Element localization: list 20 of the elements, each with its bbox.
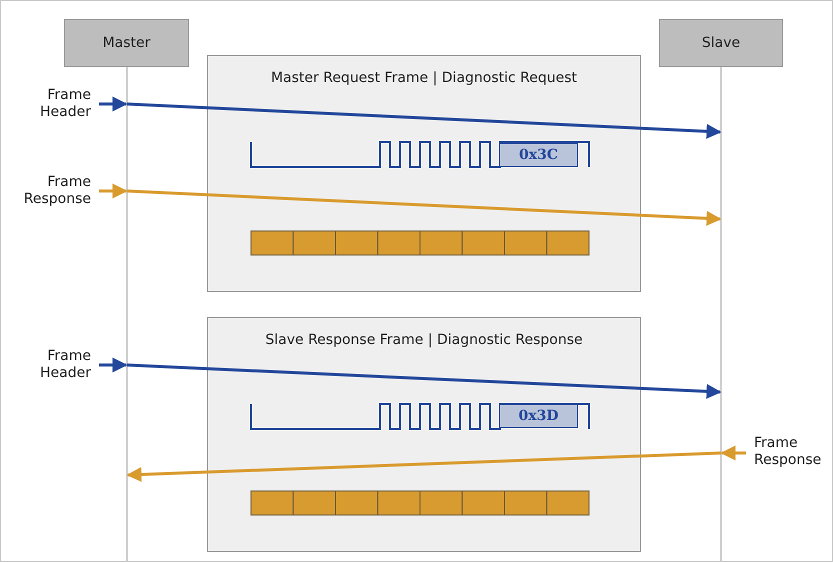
message-label: Frame Response bbox=[754, 435, 832, 469]
message-arrow bbox=[99, 96, 128, 112]
message-label: Frame Header bbox=[11, 348, 91, 382]
message-arrow bbox=[126, 452, 722, 482]
message-arrow bbox=[99, 184, 128, 198]
message-arrow bbox=[720, 446, 746, 460]
frame-panel bbox=[207, 317, 641, 552]
frame-title: Slave Response Frame | Diagnostic Response bbox=[264, 332, 584, 348]
message-label: Frame Response bbox=[5, 174, 91, 208]
message-arrow bbox=[126, 190, 722, 226]
message-arrow bbox=[99, 358, 128, 372]
message-arrow bbox=[126, 364, 722, 399]
participant-box: Slave bbox=[659, 19, 783, 67]
frame-title: Master Request Frame | Diagnostic Request bbox=[270, 70, 578, 86]
frame-id-field: 0x3C bbox=[499, 143, 578, 167]
participant-box: Master bbox=[64, 19, 189, 67]
frame-panel bbox=[207, 55, 641, 292]
message-label: Frame Header bbox=[11, 87, 91, 121]
frame-id-field: 0x3D bbox=[499, 404, 578, 428]
message-arrow bbox=[126, 102, 722, 139]
